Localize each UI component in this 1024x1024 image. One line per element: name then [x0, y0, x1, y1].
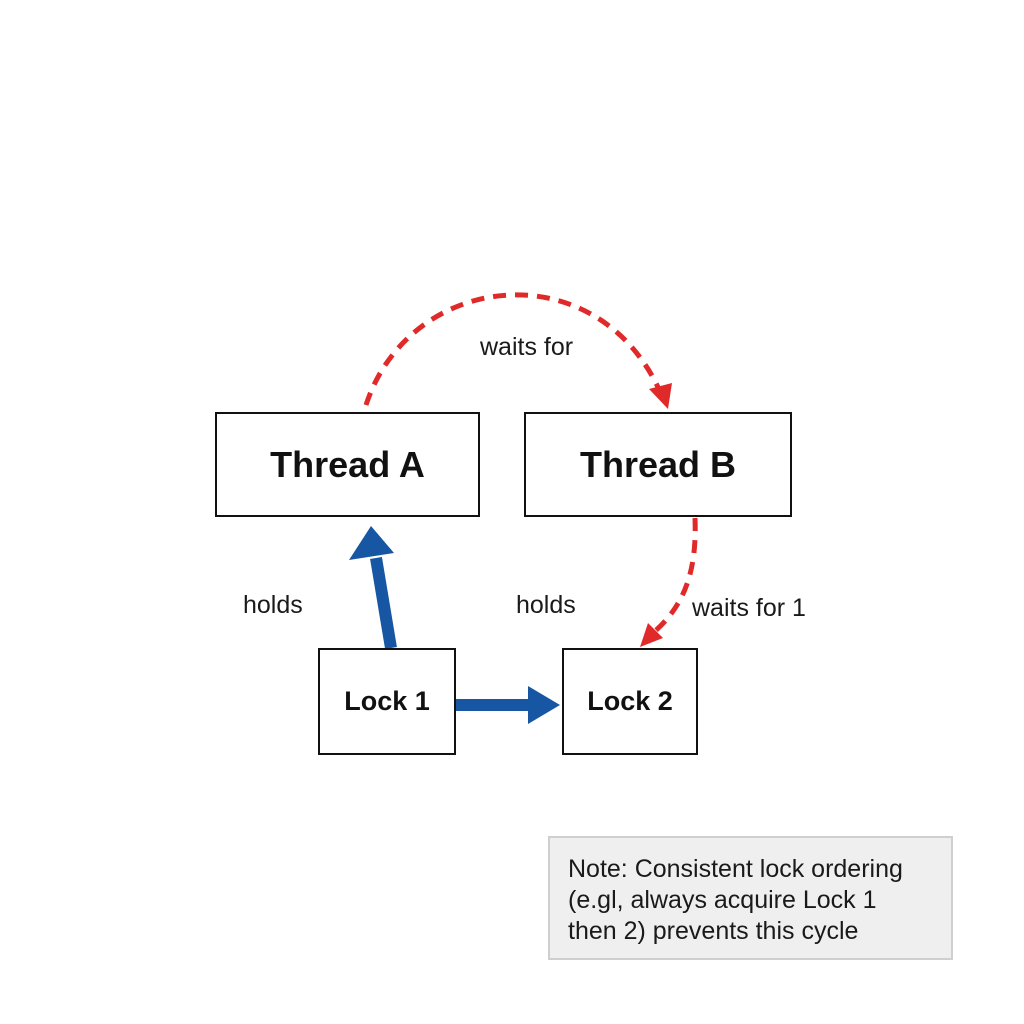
arrowhead-thread-a-icon — [349, 526, 394, 560]
note-line: Note: Consistent lock ordering — [568, 855, 903, 883]
edge-label-waits-for-right: waits for 1 — [692, 594, 806, 622]
thread-a-node: Thread A — [215, 412, 480, 517]
lock-1-node: Lock 1 — [318, 648, 456, 755]
edge-label-holds-left: holds — [243, 591, 303, 619]
edge-label-waits-for-top: waits for — [480, 333, 574, 361]
note-line: (e.gl, always acquire Lock 1 — [568, 886, 877, 914]
edge-lock-1-holds-thread-a — [370, 557, 397, 649]
arrowhead-lock-2-icon — [640, 623, 663, 647]
arrowhead-thread-b-icon — [649, 383, 672, 409]
thread-b-label: Thread B — [579, 443, 737, 485]
lock-1-label: Lock 1 — [344, 686, 430, 716]
edge-thread-a-waits-for-thread-b — [363, 292, 665, 406]
note-box: Note: Consistent lock ordering (e.gl, al… — [548, 836, 953, 960]
lock-2-node: Lock 2 — [562, 648, 698, 755]
edge-thread-b-waits-for-lock-2 — [652, 517, 698, 634]
arrowhead-lock-2-holds-icon — [528, 686, 560, 724]
note-line: then 2) prevents this cycle — [568, 917, 859, 945]
lock-2-label: Lock 2 — [587, 686, 673, 716]
thread-a-label: Thread A — [270, 443, 425, 485]
edge-label-holds-middle: holds — [516, 591, 576, 619]
thread-b-node: Thread B — [524, 412, 792, 517]
